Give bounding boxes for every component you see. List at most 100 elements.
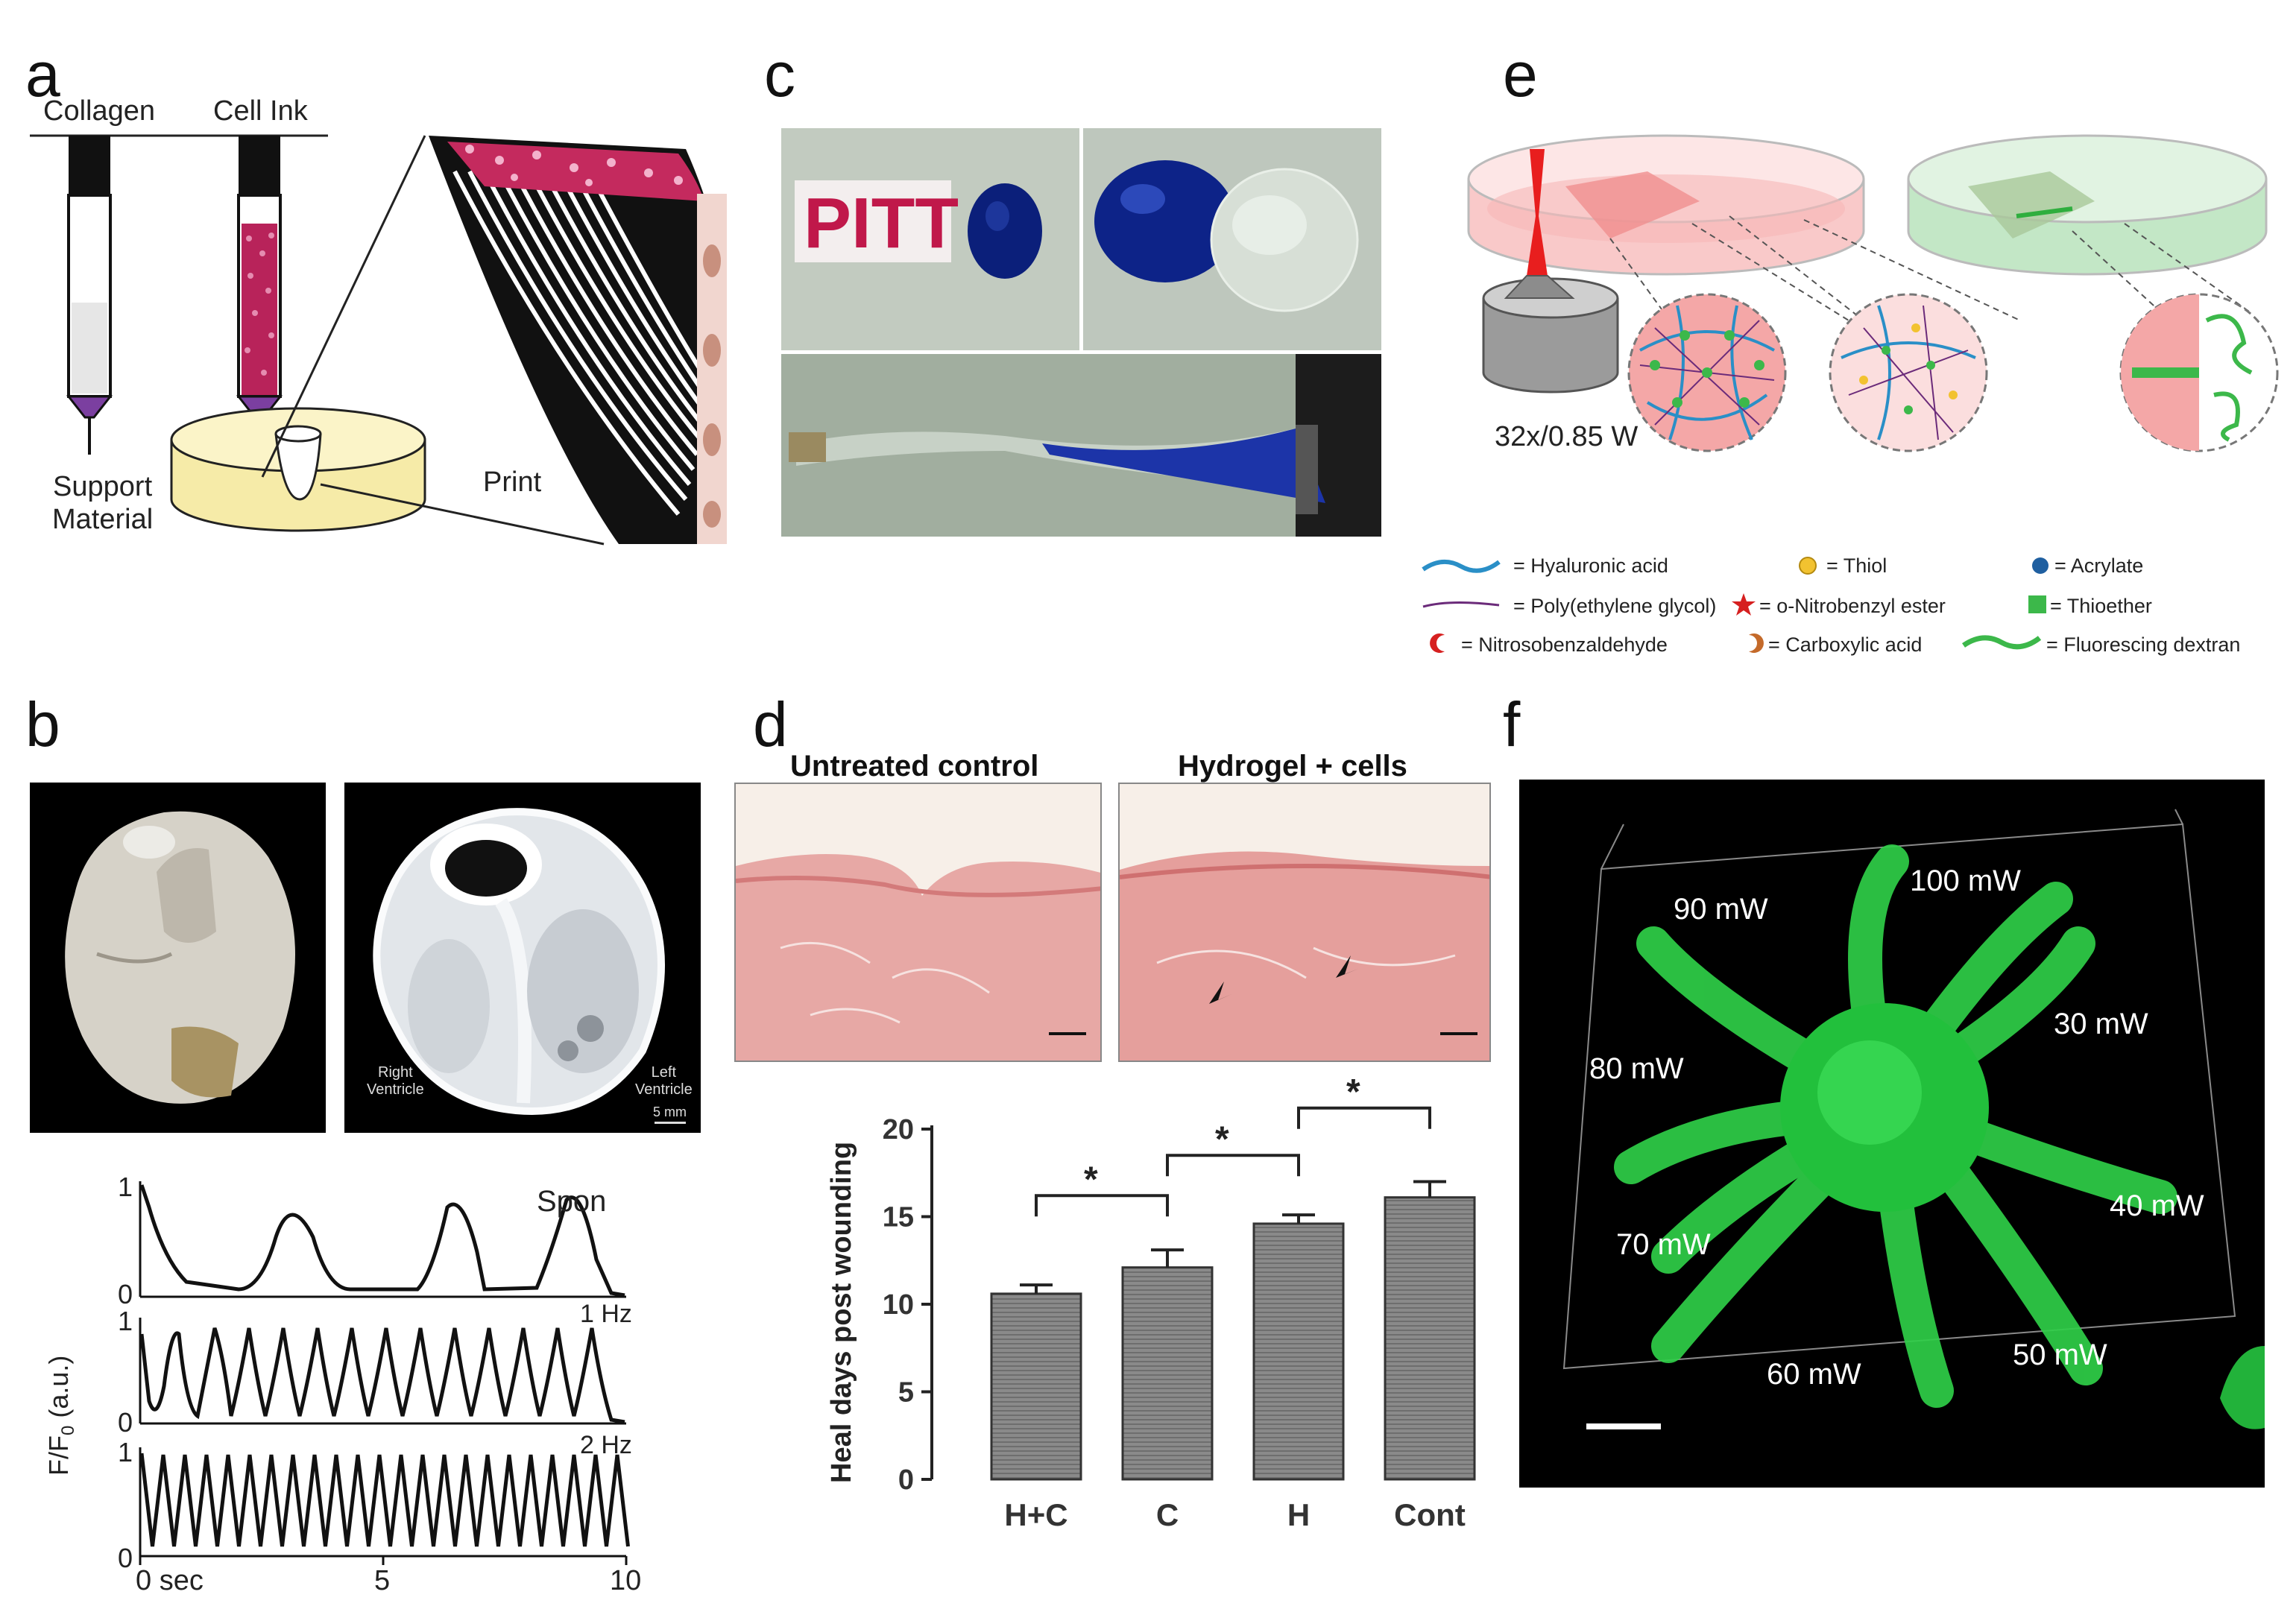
power-label-60mw: 60 mW [1767, 1358, 1861, 1391]
power-label-30mw: 30 mW [2054, 1008, 2148, 1040]
legend-acrylate: = Acrylate [2054, 554, 2144, 577]
heart-wall-zoom-icon [429, 136, 727, 544]
panel-a-letter: a [25, 39, 60, 110]
dextran-circle-icon [2119, 293, 2279, 452]
arrow-icons [1209, 955, 1358, 1004]
ytick-0-2hz: 0 [118, 1543, 133, 1573]
spon-trace [139, 1184, 625, 1298]
x-tick-label-Cont: Cont [1394, 1497, 1466, 1532]
green-dish-icon [1907, 134, 2268, 276]
support-material-label: Support Material [52, 471, 154, 535]
bar-chart-ylabel: Heal days post wounding [826, 1141, 857, 1483]
pink-dish-icon [1467, 134, 1865, 276]
objective-lens-icon [1482, 275, 1619, 394]
one-hz-trace [139, 1327, 625, 1424]
y-axis-label-sub: 0 [58, 1425, 79, 1436]
laser-beam-icon [1527, 149, 1548, 276]
power-label-70mw: 70 mW [1616, 1228, 1711, 1261]
legend-thiol: = Thiol [1826, 554, 1887, 577]
power-label-80mw: 80 mW [1589, 1052, 1684, 1085]
panel-e-letter: e [1503, 39, 1538, 110]
cell-ink-label: Cell Ink [213, 95, 308, 127]
support-bath-icon [170, 407, 426, 532]
thiol-icon [1799, 557, 1817, 575]
y-tick-label-20: 20 [883, 1114, 914, 1145]
collagen-label: Collagen [43, 95, 155, 127]
two-hz-trace [139, 1453, 630, 1547]
y-axis-label-main: F/F [43, 1435, 74, 1476]
bar-H [1252, 1222, 1345, 1481]
significance-star-2: * [1215, 1119, 1229, 1159]
svg-text:PITT: PITT [804, 183, 959, 263]
collagen-syringe-icon [66, 136, 113, 455]
significance-bracket-1 [1035, 1194, 1169, 1217]
legend-carboxylic-acid: = Carboxylic acid [1768, 633, 1923, 656]
fluorescing-dextran-icon [1962, 635, 2042, 650]
y-tick-label-10: 10 [883, 1289, 914, 1321]
bar-C [1121, 1266, 1214, 1481]
photopatterning-schematic [1467, 134, 2279, 452]
trace-label-spon: Spon [537, 1185, 607, 1218]
panel-f-letter: f [1503, 689, 1521, 759]
trace-label-1hz: 1 Hz [580, 1300, 632, 1328]
legend-nitrosobenzaldehyde: = Nitrosobenzaldehyde [1461, 633, 1668, 656]
power-label-40mw: 40 mW [2110, 1189, 2204, 1222]
hydrogel-blob-photo [1083, 128, 1381, 350]
heart-cross-section-photo [344, 783, 701, 1133]
x-tick-label-H: H [1287, 1497, 1310, 1532]
right-ventricle-label: Right Ventricle [367, 1064, 424, 1098]
significance-bracket-2 [1166, 1154, 1300, 1177]
y-axis-label-unit: (a.u.) [43, 1355, 74, 1426]
carboxylic-acid-icon [1749, 633, 1764, 653]
legend-fluorescing-dextran: = Fluorescing dextran [2046, 633, 2241, 656]
significance-bracket-3 [1297, 1106, 1431, 1129]
legend-peg: = Poly(ethylene glycol) [1513, 595, 1717, 617]
xtick-0: 0 sec [136, 1565, 204, 1596]
power-label-90mw: 90 mW [1674, 893, 1768, 926]
cell-ink-syringe-icon [236, 136, 283, 484]
objective-label: 32x/0.85 W [1495, 421, 1639, 452]
hydrogel-stretch-photo [781, 354, 1381, 537]
scale-bar [655, 1122, 686, 1124]
calcium-traces [139, 1181, 630, 1565]
legend-nitrobenzyl: = o-Nitrobenzyl ester [1759, 595, 1946, 617]
ytick-1-1hz: 1 [118, 1306, 133, 1336]
left-ventricle-label: Left Ventricle [635, 1064, 693, 1098]
y-tick-label-5: 5 [898, 1377, 914, 1409]
trace-label-2hz: 2 Hz [580, 1431, 632, 1459]
bar-H+C [990, 1292, 1082, 1481]
pitt-logo-icon: PITT [804, 183, 959, 263]
power-label-50mw: 50 mW [2013, 1339, 2107, 1371]
nitrobenzyl-icon [1732, 593, 1756, 616]
hyaluronic-acid-icon [1422, 560, 1501, 573]
untreated-control-title: Untreated control [790, 750, 1039, 783]
nitrosobenzaldehyde-icon [1430, 633, 1445, 653]
y-tick-label-0: 0 [898, 1464, 914, 1496]
panel-b-letter: b [25, 689, 60, 759]
network-circle-2-icon [1829, 293, 1988, 452]
y-tick-label-15: 15 [883, 1202, 914, 1233]
print-label: Print [483, 467, 542, 498]
thioether-icon [2028, 595, 2046, 613]
power-label-100mw: 100 mW [1910, 865, 2021, 897]
printed-pitt-photo: PITT [781, 128, 1079, 350]
ytick-1-spon: 1 [118, 1172, 133, 1202]
untreated-histology-photo [734, 783, 1102, 1062]
legend-thioether: = Thioether [2050, 595, 2152, 617]
heart-model-photo [30, 783, 326, 1133]
hydrogel-cells-title: Hydrogel + cells [1178, 750, 1407, 783]
significance-star-3: * [1346, 1073, 1360, 1112]
network-circle-1-icon [1627, 293, 1787, 452]
ytick-0-1hz: 0 [118, 1407, 133, 1438]
ytick-0-spon: 0 [118, 1279, 133, 1309]
y-axis-label-ff0: F/F0 (a.u.) [43, 1356, 79, 1476]
x-tick-label-C: C [1156, 1497, 1179, 1532]
bioprinting-schematic [30, 134, 727, 546]
scale-bar-label: 5 mm [653, 1104, 687, 1119]
xtick-10: 10 [610, 1565, 642, 1596]
hydrogel-histology-photo [1118, 783, 1491, 1062]
panel-d-letter: d [753, 689, 788, 759]
peg-icon [1422, 601, 1500, 608]
ytick-1-2hz: 1 [118, 1437, 133, 1467]
legend-hyaluronic-acid: = Hyaluronic acid [1513, 554, 1668, 577]
